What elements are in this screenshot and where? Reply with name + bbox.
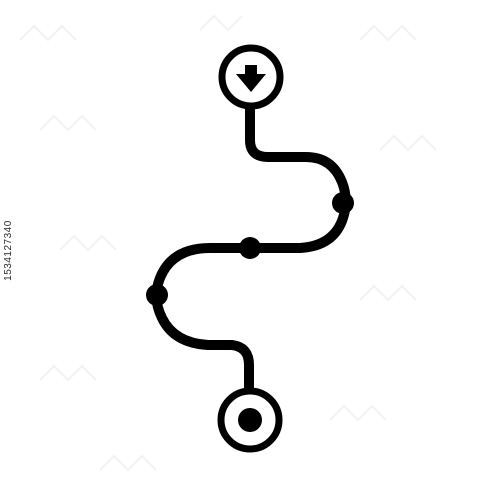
waypoint-dot — [239, 237, 261, 259]
start-marker — [218, 44, 284, 110]
stock-id-label: 1534127340 — [0, 0, 16, 500]
watermark-pattern — [19, 14, 437, 472]
download-arrow-icon — [236, 65, 266, 92]
target-dot-icon — [238, 408, 262, 432]
waypoint-dot — [146, 284, 168, 306]
waypoint-dot — [332, 192, 354, 214]
route-line — [151, 98, 351, 395]
end-marker — [217, 387, 283, 453]
stock-id-text: 1534127340 — [2, 219, 14, 281]
